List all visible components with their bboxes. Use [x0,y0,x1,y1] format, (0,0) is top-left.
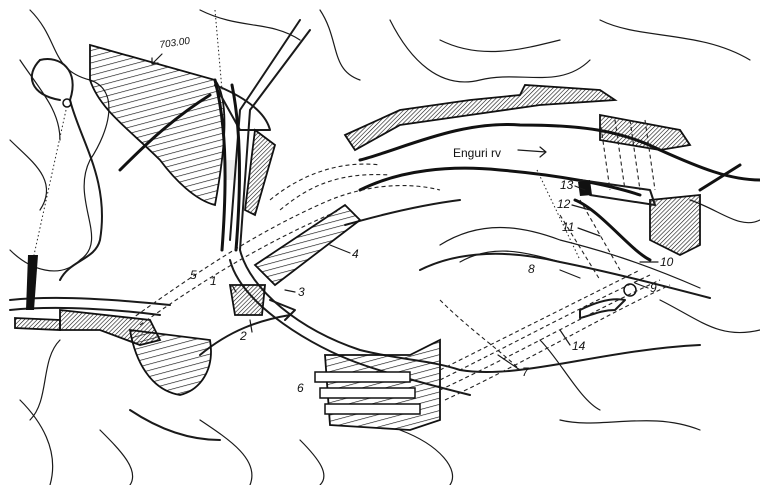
marker-9: 9 [650,281,657,295]
dam-reservoir-wall [89,43,271,207]
elevation-arrow [151,53,163,65]
marker-7: 7 [522,365,530,379]
elevation-label: 703.00 [159,36,191,51]
marker-14: 14 [572,339,586,353]
marker-13: 13 [560,178,574,192]
marker-12: 12 [557,197,571,211]
terrain-contours [9,9,760,485]
access-road [573,198,652,262]
labels: Enguri rv 703.00 1 2 3 4 5 6 7 8 9 10 11… [151,36,674,395]
marker-6: 6 [297,381,304,395]
intake-structure [228,203,362,321]
downstream-works [578,113,742,319]
left-bank-works [14,98,212,396]
marker-1: 1 [210,274,217,288]
tunnels [129,9,671,401]
right-bank-embankment [244,84,618,217]
powerhouse [314,338,441,431]
river-label: Enguri rv [453,146,501,160]
river-flow-arrow [517,146,547,158]
marker-8: 8 [528,262,535,276]
marker-10: 10 [660,255,674,269]
marker-4: 4 [352,247,359,261]
marker-3: 3 [298,285,305,299]
marker-2: 2 [239,329,247,343]
marker-5: 5 [190,268,197,282]
marker-11: 11 [562,220,574,234]
arch-dam [213,78,241,252]
